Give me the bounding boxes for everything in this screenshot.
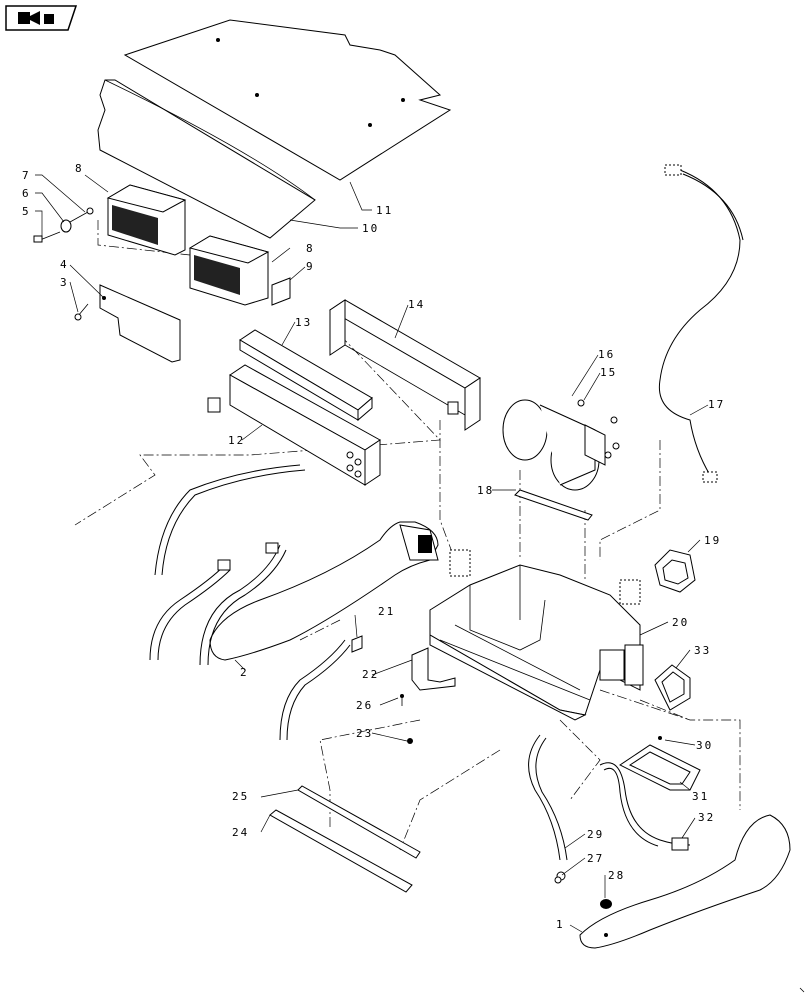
callout-3: 3: [60, 276, 69, 289]
bracket-part-21: [351, 635, 363, 653]
blower-part-16: [502, 399, 606, 491]
callout-7: 7: [22, 169, 31, 182]
fasteners-parts-5-6-7: [33, 207, 94, 243]
seal-strip-part-18: [514, 489, 593, 521]
callout-5: 5: [22, 205, 31, 218]
corner-mark: [799, 987, 805, 993]
assembly-lines: [74, 220, 741, 851]
callout-9: 9: [306, 260, 315, 273]
callout-6: 6: [22, 187, 31, 200]
callout-4: 4: [60, 258, 69, 271]
callout-13: 13: [295, 316, 312, 329]
return-arrow-icon: [18, 11, 54, 25]
callout-27: 27: [587, 852, 604, 865]
callout-8a: 8: [75, 162, 84, 175]
callout-14: 14: [408, 298, 425, 311]
callout-22: 22: [362, 668, 379, 681]
screw-part-15: [577, 399, 620, 459]
mesh-screens: [449, 549, 641, 605]
screw-part-3: [74, 303, 89, 321]
callout-8b: 8: [306, 242, 315, 255]
callout-17: 17: [708, 398, 725, 411]
callout-12: 12: [228, 434, 245, 447]
gasket-part-19: [654, 549, 696, 593]
hose-part-32: [599, 762, 691, 851]
vent-part-31: [619, 744, 701, 791]
bar-part-13: [239, 329, 373, 422]
fastener-part-26: [400, 694, 404, 706]
callout-30: 30: [696, 739, 713, 752]
callout-26: 26: [356, 699, 373, 712]
nut-part-23: [407, 738, 413, 744]
fastener-part-30: [658, 736, 662, 740]
callout-28: 28: [608, 869, 625, 882]
callout-2: 2: [240, 666, 249, 679]
leader-lines: [35, 174, 709, 933]
vent-upper-part-8: [106, 184, 187, 256]
callout-10: 10: [362, 222, 379, 235]
headliner-part-10: [97, 79, 316, 239]
callout-29: 29: [587, 828, 604, 841]
gasket-part-33: [654, 664, 691, 711]
callout-1: 1: [556, 918, 565, 931]
hose-part-29: [528, 734, 568, 881]
evaporator-part-14: [329, 299, 481, 431]
callout-15: 15: [600, 366, 617, 379]
fitting-part-27: [554, 876, 562, 884]
bracket-part-22: [411, 647, 456, 691]
callout-31: 31: [692, 790, 709, 803]
cable-part-17: [658, 164, 744, 483]
callout-labels: 11 10 8 8 9 7 6 5 4 3 14 13 12 16 15 17 …: [22, 162, 725, 931]
callout-18: 18: [477, 484, 494, 497]
callout-23: 23: [356, 727, 373, 740]
callout-25: 25: [232, 790, 249, 803]
callout-33: 33: [694, 644, 711, 657]
plate-part-4: [99, 284, 181, 363]
strip-part-25: [297, 785, 421, 859]
callout-21: 21: [378, 605, 395, 618]
callout-11: 11: [376, 204, 393, 217]
clip-part-9: [271, 277, 291, 306]
top-panel-part-11: [123, 19, 452, 181]
strip-part-24: [269, 809, 413, 893]
hoses-left: [149, 464, 351, 741]
housing-part-20: [429, 564, 644, 721]
duct-right-part-1: [579, 814, 791, 949]
callout-16: 16: [598, 348, 615, 361]
callout-32: 32: [698, 811, 715, 824]
vent-lower-part-8: [188, 235, 270, 306]
callout-20: 20: [672, 616, 689, 629]
nav-button[interactable]: [5, 5, 78, 31]
plug-part-28: [600, 899, 612, 909]
duct-left-part-2: [209, 521, 439, 661]
callout-19: 19: [704, 534, 721, 547]
heater-core-part-12: [207, 364, 381, 486]
callout-24: 24: [232, 826, 249, 839]
